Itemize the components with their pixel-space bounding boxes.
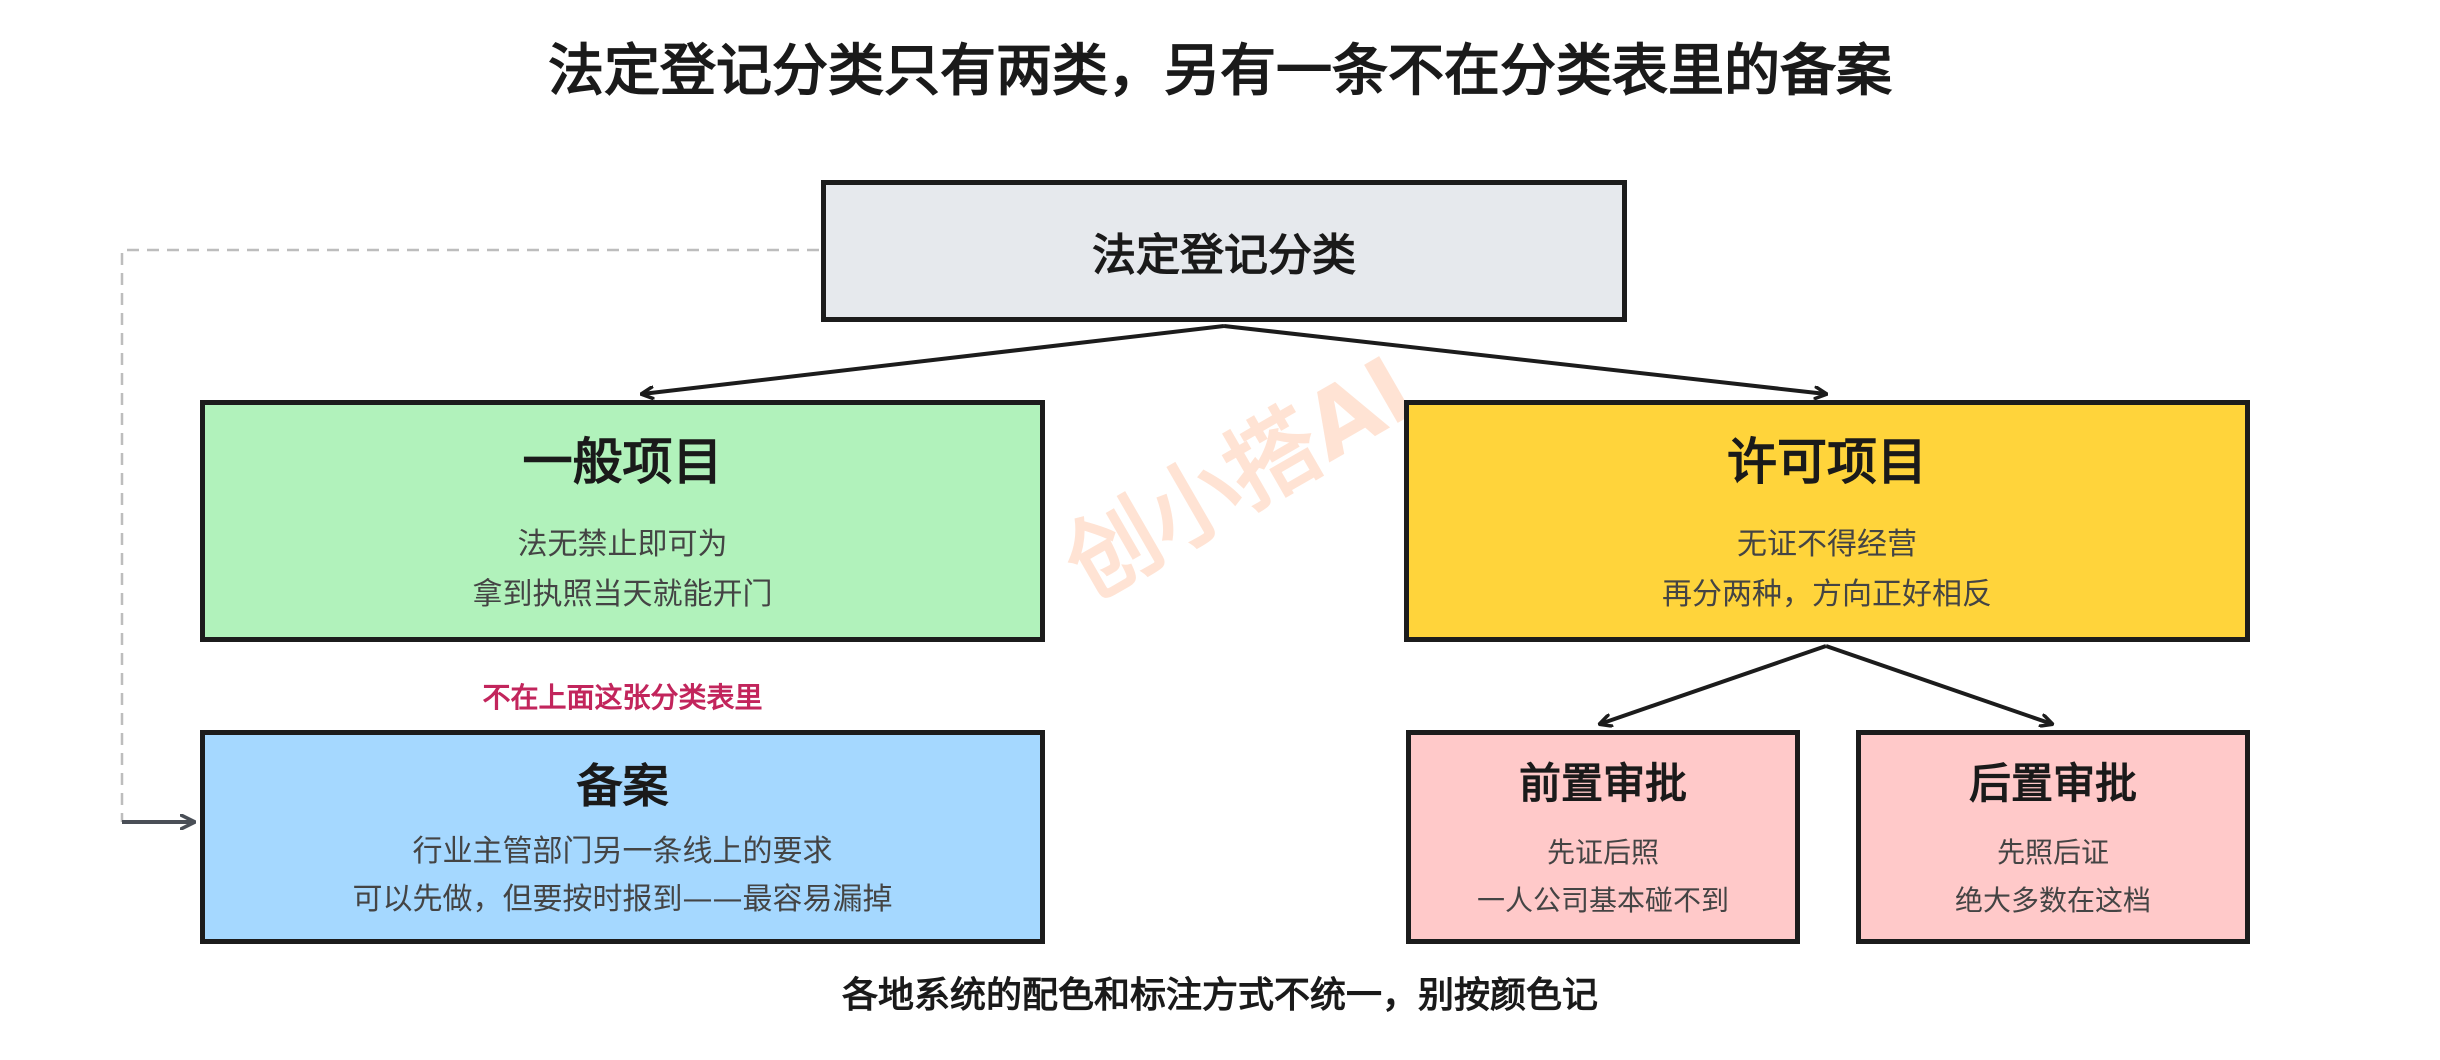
license-items-line-1: 无证不得经营 <box>1737 527 1917 562</box>
pre-approval-line-2: 一人公司基本碰不到 <box>1476 883 1729 917</box>
filing-note: 不在上面这张分类表里 <box>482 681 763 714</box>
root-category-label: 法定登记分类 <box>1092 230 1356 281</box>
general-items-line-2: 拿到执照当天就能开门 <box>472 577 773 612</box>
arrow-license-to-pre <box>1600 644 1827 724</box>
filing-label: 备案 <box>576 759 669 813</box>
arrow-root-to-license <box>1223 324 1826 394</box>
pre-approval-label: 前置审批 <box>1518 758 1687 808</box>
arrow-license-to-post <box>1825 644 2052 724</box>
license-items-line-2: 再分两种，方向正好相反 <box>1662 577 1992 612</box>
license-items-box: 许可项目 无证不得经营 再分两种，方向正好相反 <box>1404 400 2250 642</box>
page-title: 法定登记分类只有两类，另有一条不在分类表里的备案 <box>548 39 1892 104</box>
general-items-label: 一般项目 <box>522 433 723 491</box>
arrow-root-to-general <box>642 324 1225 394</box>
filing-line-1: 行业主管部门另一条线上的要求 <box>412 834 833 869</box>
post-approval-line-2: 绝大多数在这档 <box>1954 883 2151 917</box>
pre-approval-line-1: 先证后照 <box>1546 835 1659 869</box>
general-items-box: 一般项目 法无禁止即可为 拿到执照当天就能开门 <box>200 400 1045 642</box>
root-category-box: 法定登记分类 <box>821 180 1627 322</box>
post-approval-box: 后置审批 先照后证 绝大多数在这档 <box>1856 730 2250 944</box>
filing-line-2: 可以先做，但要按时报到——最容易漏掉 <box>352 882 893 917</box>
post-approval-line-1: 先照后证 <box>1996 835 2109 869</box>
license-items-label: 许可项目 <box>1727 433 1927 491</box>
pre-approval-box: 前置审批 先证后照 一人公司基本碰不到 <box>1406 730 1800 944</box>
post-approval-label: 后置审批 <box>1968 758 2137 808</box>
footer-note: 各地系统的配色和标注方式不统一，别按颜色记 <box>841 975 1598 1016</box>
filing-box: 备案 行业主管部门另一条线上的要求 可以先做，但要按时报到——最容易漏掉 <box>200 730 1045 944</box>
general-items-line-1: 法无禁止即可为 <box>517 527 728 562</box>
